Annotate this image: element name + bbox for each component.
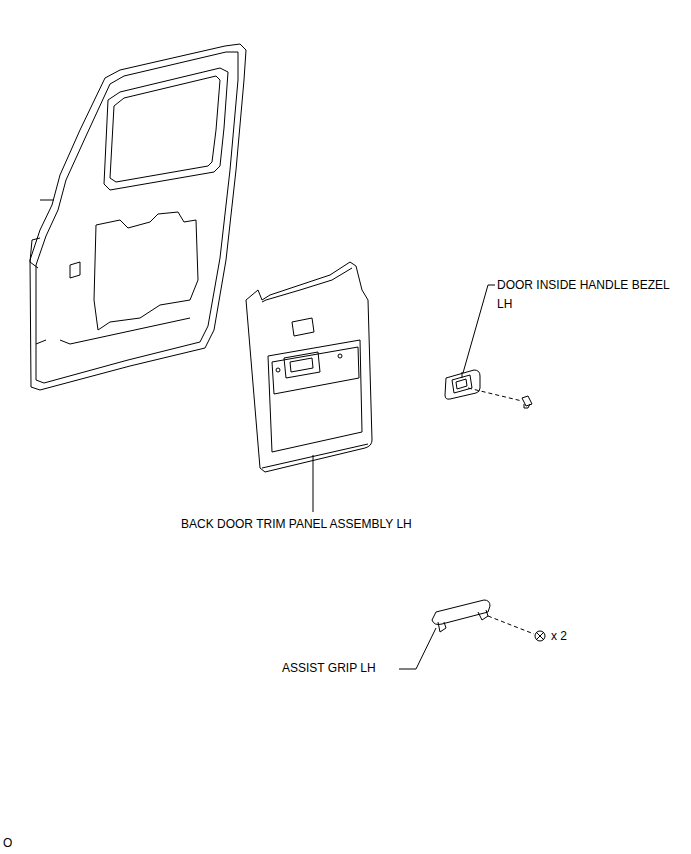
- leader-line: [313, 455, 314, 512]
- figure-id: O: [3, 834, 12, 853]
- door-frame: [30, 44, 246, 390]
- screw: [535, 631, 545, 641]
- leader-line: [399, 628, 436, 669]
- dash-line: [488, 616, 534, 634]
- quantity-note: x 2: [551, 627, 567, 646]
- assist-grip: [432, 600, 490, 632]
- trim-panel: [246, 262, 372, 472]
- dash-line: [468, 388, 522, 401]
- handle-bezel: [445, 370, 480, 399]
- part-name: DOOR INSIDE HANDLE BEZEL LH: [497, 276, 687, 314]
- screw: [522, 396, 532, 408]
- leader-line: [463, 285, 495, 373]
- part-name: BACK DOOR TRIM PANEL ASSEMBLY LH: [181, 515, 412, 534]
- part-name: ASSIST GRIP LH: [282, 659, 376, 678]
